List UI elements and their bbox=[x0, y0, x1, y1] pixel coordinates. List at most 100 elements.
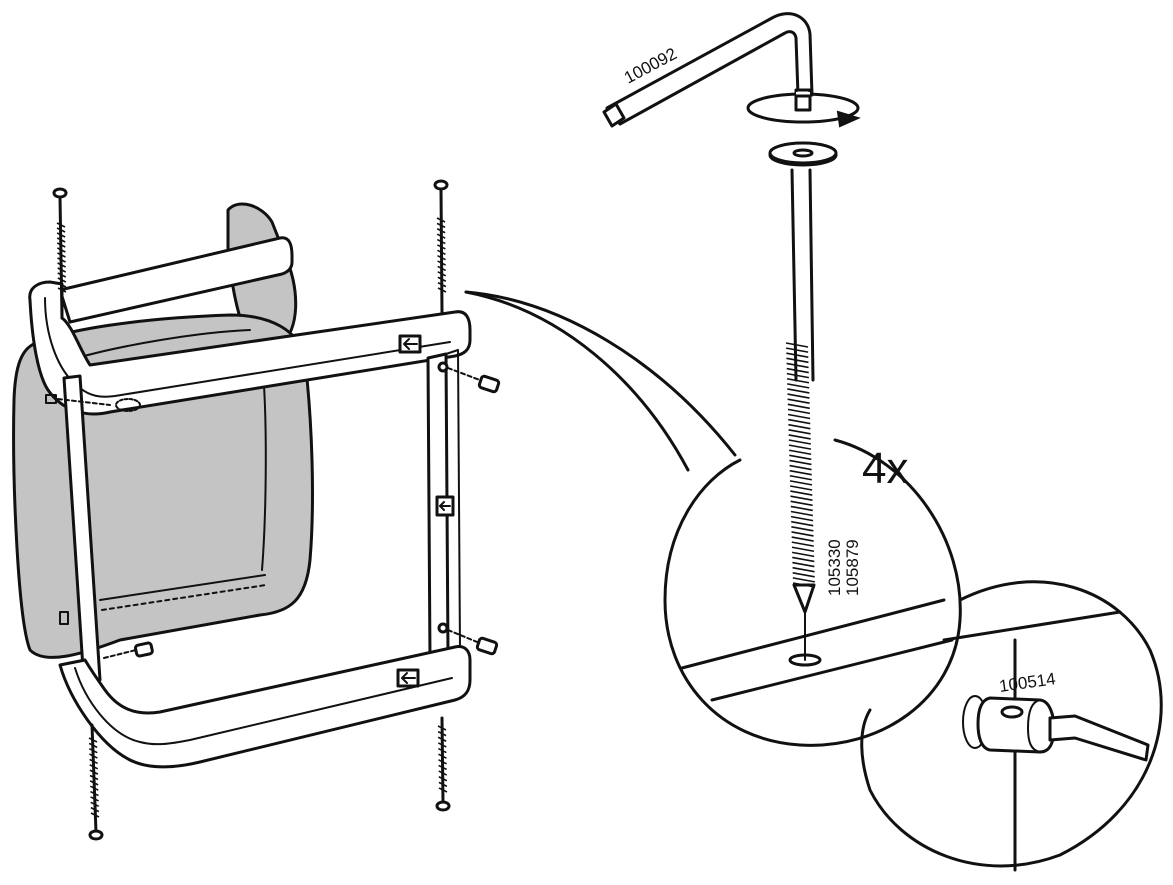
cushion-seam bbox=[99, 574, 266, 601]
thread-mark bbox=[790, 515, 814, 522]
bolt-detail-circle: 4x 105330 105879 bbox=[663, 168, 962, 747]
bolt-code-a: 105330 bbox=[825, 539, 844, 596]
bottom-frame bbox=[58, 645, 472, 769]
thread-mark bbox=[90, 796, 99, 802]
dowel-bottom-left bbox=[103, 641, 154, 659]
thread-mark bbox=[437, 265, 447, 272]
bolt-threads bbox=[56, 217, 448, 818]
bolt-tip bbox=[792, 583, 816, 614]
thread-mark bbox=[789, 454, 812, 461]
thread-mark bbox=[57, 277, 67, 283]
chair-assembly bbox=[12, 179, 501, 841]
thread-mark bbox=[438, 764, 447, 771]
thread-mark bbox=[791, 536, 814, 542]
bottom-frame-inner bbox=[74, 667, 453, 746]
thread-mark bbox=[88, 742, 98, 749]
barrel-nut-thread-hole bbox=[1000, 705, 1024, 719]
quantity-label: 4x bbox=[862, 444, 908, 493]
thread-mark bbox=[438, 759, 447, 765]
thread-mark bbox=[438, 747, 447, 754]
thread-mark bbox=[791, 520, 814, 527]
panel-top-edge bbox=[680, 598, 946, 670]
thread-mark bbox=[789, 464, 812, 471]
thread-mark bbox=[437, 244, 446, 250]
thread-mark bbox=[786, 347, 809, 353]
callout-leader-lower bbox=[464, 290, 690, 472]
thread-mark bbox=[790, 495, 813, 501]
thread-mark bbox=[437, 276, 447, 282]
thread-mark bbox=[57, 262, 66, 268]
rotation-arrow-icon bbox=[746, 92, 861, 128]
thread-mark bbox=[89, 780, 99, 786]
thread-mark bbox=[792, 556, 815, 563]
bolt-bottom-right bbox=[435, 716, 451, 812]
thread-mark bbox=[89, 753, 98, 759]
thread-mark bbox=[790, 500, 813, 507]
thread-mark bbox=[57, 287, 67, 293]
dowel-bottom-right bbox=[437, 622, 499, 656]
thread-mark bbox=[787, 403, 810, 410]
thread-mark bbox=[88, 747, 98, 754]
thread-mark bbox=[57, 252, 66, 258]
thread-mark bbox=[790, 505, 813, 512]
thread-mark bbox=[438, 776, 448, 782]
thread-mark bbox=[789, 469, 812, 476]
barrel-detail-outline bbox=[860, 580, 1163, 868]
barrel-nut-detail-circle: 100514 bbox=[860, 580, 1163, 872]
thread-mark bbox=[437, 287, 447, 293]
washer bbox=[768, 141, 838, 167]
thread-mark bbox=[90, 801, 100, 808]
thread-mark bbox=[786, 352, 809, 358]
bolt-shaft-threads bbox=[785, 342, 816, 588]
thread-mark bbox=[436, 222, 446, 229]
thread-mark bbox=[89, 785, 99, 791]
thread-mark bbox=[789, 459, 812, 466]
thread-mark bbox=[791, 551, 815, 558]
thread-mark bbox=[89, 774, 99, 781]
thread-mark bbox=[787, 388, 810, 394]
thread-mark bbox=[438, 787, 448, 793]
arrow-sticker-middle bbox=[435, 495, 455, 517]
thread-mark bbox=[787, 408, 811, 415]
thread-mark bbox=[787, 393, 810, 399]
cushion-fold bbox=[69, 329, 251, 361]
thread-mark bbox=[56, 222, 66, 228]
thread-mark bbox=[438, 781, 448, 788]
barrel-panel-edge bbox=[942, 610, 1122, 642]
thread-mark bbox=[89, 758, 98, 765]
allen-key-end bbox=[602, 102, 626, 128]
cushion-stitch bbox=[101, 584, 267, 611]
thread-mark bbox=[791, 546, 815, 553]
arrow-sticker-top bbox=[398, 334, 422, 354]
left-marker-bottom bbox=[59, 611, 69, 625]
thread-mark bbox=[792, 566, 815, 573]
thread-mark bbox=[57, 272, 67, 278]
thread-mark bbox=[790, 490, 813, 496]
thread-mark bbox=[89, 764, 99, 770]
thread-mark bbox=[438, 770, 448, 776]
thread-mark bbox=[787, 398, 810, 404]
thread-mark bbox=[88, 737, 98, 743]
bolt-bottom-left bbox=[88, 723, 104, 841]
thread-mark bbox=[57, 257, 66, 263]
thread-mark bbox=[791, 531, 814, 537]
thread-mark bbox=[90, 806, 100, 813]
thread-mark bbox=[788, 444, 812, 450]
thread-mark bbox=[89, 769, 99, 775]
thread-mark bbox=[437, 249, 446, 256]
thread-mark bbox=[792, 561, 815, 568]
callout-leader bbox=[464, 290, 737, 457]
barrel-nut-face bbox=[1027, 699, 1041, 753]
left-post bbox=[62, 374, 102, 686]
thread-mark bbox=[437, 742, 447, 748]
thread-mark bbox=[786, 357, 809, 364]
thread-mark bbox=[792, 577, 815, 583]
thread-mark bbox=[437, 736, 447, 742]
thread-mark bbox=[437, 254, 446, 261]
thread-mark bbox=[792, 582, 816, 588]
thread-mark bbox=[90, 812, 100, 818]
thread-mark bbox=[90, 790, 99, 797]
thread-mark bbox=[56, 232, 66, 238]
